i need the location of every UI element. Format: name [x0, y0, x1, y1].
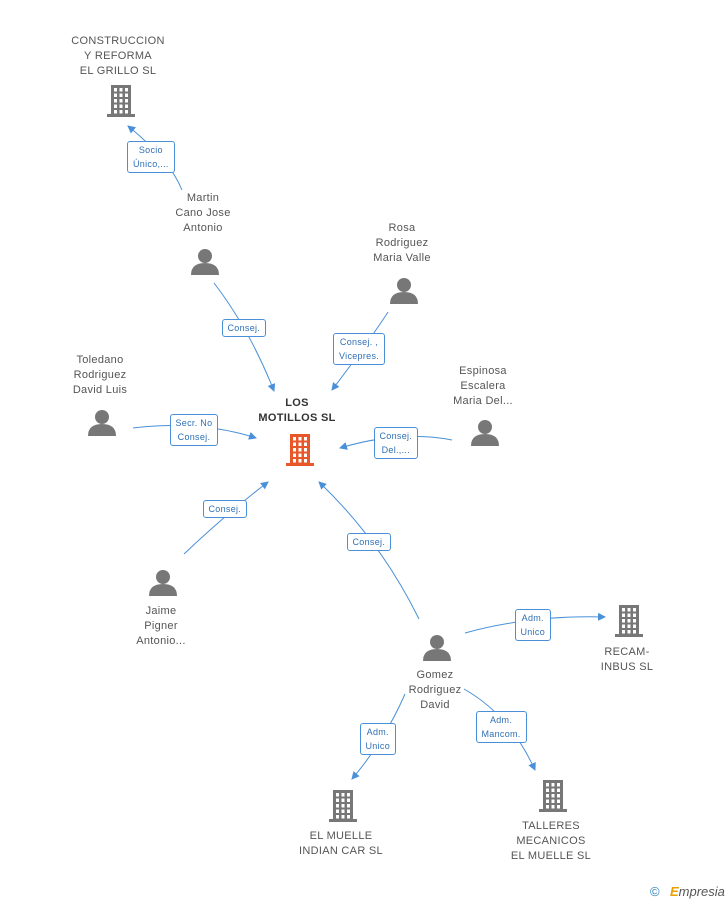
- person-espinosa-icon[interactable]: [471, 420, 499, 446]
- copyright-icon: ©: [650, 884, 660, 899]
- edge-label-gomez-center[interactable]: Consej.: [346, 533, 392, 551]
- company-construccion-building-icon[interactable]: [107, 85, 135, 117]
- company-talleres-building-icon[interactable]: [539, 780, 567, 812]
- person-martin-icon[interactable]: [191, 249, 219, 275]
- company-recam-building-icon[interactable]: [615, 605, 643, 637]
- center-company-building-icon[interactable]: [286, 434, 314, 466]
- node-label-recam[interactable]: RECAM-INBUS SL: [600, 646, 654, 673]
- company-muelle_indian-building-icon[interactable]: [329, 790, 357, 822]
- edge-label-rosa-center[interactable]: Consej. ,Vicepres.: [333, 333, 386, 365]
- brand-logo: Empresia: [670, 884, 725, 899]
- edge-label-gomez-recam[interactable]: Adm.Unico: [514, 609, 552, 641]
- edge-label-espinosa-center[interactable]: Consej.Del.,...: [373, 427, 419, 459]
- edge-label-martin-center[interactable]: Consej.: [221, 319, 267, 337]
- person-toledano-icon[interactable]: [88, 410, 116, 436]
- edge-label-gomez-talleres[interactable]: Adm.Mancom.: [475, 711, 527, 743]
- edge-martin-center: [213, 282, 276, 392]
- edge-label-jaime-center[interactable]: Consej.: [202, 500, 248, 518]
- edge-jaime-center: [183, 481, 269, 555]
- person-gomez-icon[interactable]: [423, 635, 451, 661]
- person-jaime-icon[interactable]: [149, 570, 177, 596]
- edge-label-gomez-muelle_indian[interactable]: Adm.Unico: [359, 723, 397, 755]
- person-rosa-icon[interactable]: [390, 278, 418, 304]
